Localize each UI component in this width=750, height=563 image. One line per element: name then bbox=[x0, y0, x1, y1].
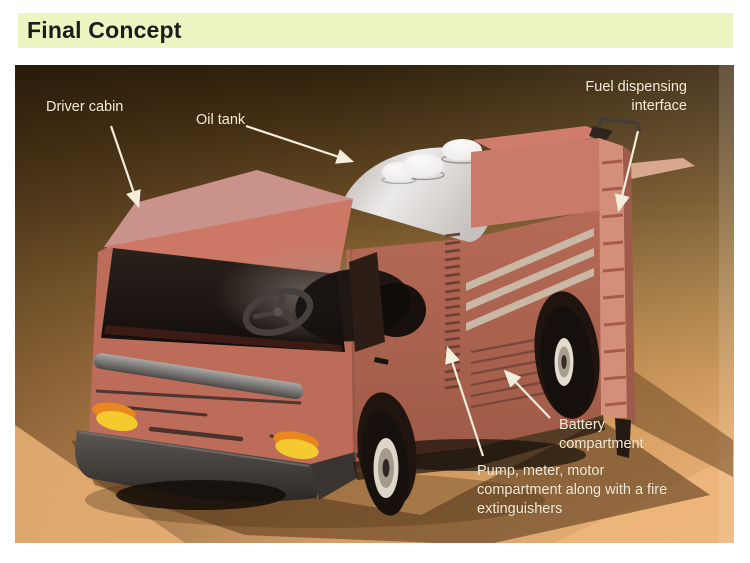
battery-pointer-arrow bbox=[503, 369, 551, 419]
page-title: Final Concept bbox=[27, 17, 182, 43]
oil-tank bbox=[341, 139, 501, 242]
tank-dome bbox=[402, 154, 444, 178]
headlight-left bbox=[92, 402, 138, 432]
battery-compartment-vents bbox=[470, 336, 546, 409]
side-stripes bbox=[466, 228, 594, 331]
steering-wheel bbox=[242, 288, 314, 336]
front-bumper bbox=[75, 430, 357, 502]
rear-wheel bbox=[534, 291, 600, 419]
label-oil-tank: Oil tank bbox=[196, 112, 246, 128]
oil-tank-pointer-arrow bbox=[245, 124, 355, 164]
door-handle bbox=[373, 357, 389, 365]
label-fuel-dispensing-interface: Fuel dispensing interface bbox=[585, 79, 687, 115]
pump-pointer-arrow bbox=[445, 345, 485, 457]
label-pump-compartment: Pump, meter, motor compartment along wit… bbox=[477, 463, 668, 518]
label-driver-cabin: Driver cabin bbox=[46, 99, 124, 115]
driver-cabin-pointer-arrow bbox=[109, 125, 141, 209]
fuel-dispensing-pointer-arrow bbox=[614, 130, 640, 213]
front-trim-bar bbox=[93, 353, 304, 400]
label-battery-compartment: Battery compartment bbox=[559, 417, 644, 453]
front-wheel bbox=[357, 392, 417, 516]
roof-handle bbox=[596, 117, 642, 133]
concept-figure: Driver cabin Oil tank Fuel dispensing in… bbox=[15, 65, 734, 543]
title-banner: Final Concept bbox=[18, 13, 733, 48]
driver-cabin-body bbox=[89, 170, 426, 472]
side-window bbox=[349, 252, 385, 352]
truck-illustration bbox=[15, 65, 734, 543]
headlight-right bbox=[273, 431, 319, 460]
